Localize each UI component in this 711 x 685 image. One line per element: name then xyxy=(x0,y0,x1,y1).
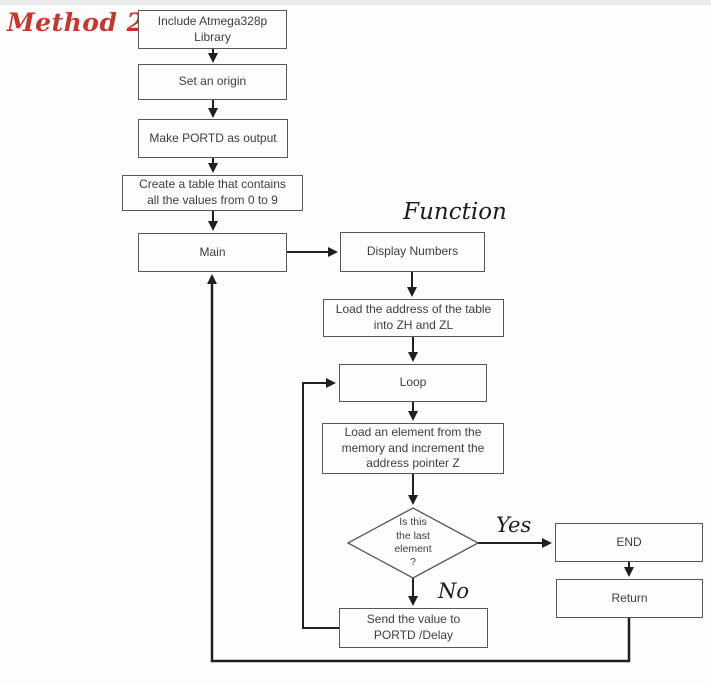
flow-node-set-origin: Set an origin xyxy=(138,64,287,100)
flow-node-end: END xyxy=(555,523,703,562)
connector-return-mainback xyxy=(207,274,631,663)
decision-diamond xyxy=(346,507,480,579)
flow-node-main: Main xyxy=(138,233,287,272)
flow-node-load-element: Load an element from the memory and incr… xyxy=(322,423,504,474)
flow-node-load-address: Load the address of the table into ZH an… xyxy=(323,299,504,337)
yes-branch-label: Yes xyxy=(496,513,532,537)
top-edge-strip xyxy=(0,0,711,5)
flow-node-loop: Loop xyxy=(339,364,487,402)
flow-node-return: Return xyxy=(556,579,703,618)
flow-node-include-library: Include Atmega328p Library xyxy=(138,10,287,49)
flow-node-create-table: Create a table that contains all the val… xyxy=(122,175,303,211)
function-label: Function xyxy=(403,199,507,225)
connector-send-loopback xyxy=(302,378,339,629)
decision-label: Is this the last element ? xyxy=(394,516,432,569)
flow-node-send-value: Send the value to PORTD /Delay xyxy=(339,608,488,648)
no-branch-label: No xyxy=(438,579,470,603)
method-title: Method 2 xyxy=(7,8,145,37)
flow-node-display-numbers: Display Numbers xyxy=(340,232,485,272)
flow-node-make-portd-output: Make PORTD as output xyxy=(138,119,288,158)
